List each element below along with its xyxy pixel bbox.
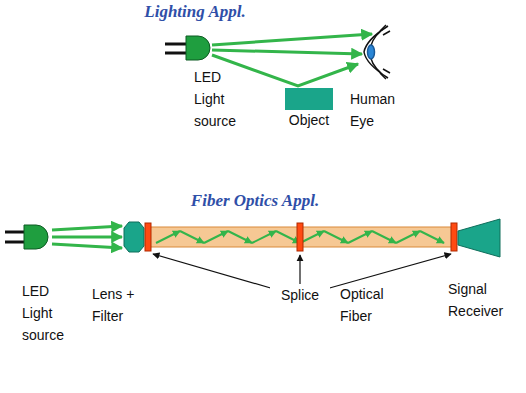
led-source xyxy=(165,36,210,60)
part-label: Splice xyxy=(270,284,330,306)
human-eye xyxy=(364,25,390,79)
part-label: Human Eye xyxy=(350,88,406,132)
part-label: LED Light source xyxy=(22,280,76,346)
splice xyxy=(145,223,457,251)
signal-receiver xyxy=(458,219,500,257)
section-title: Fiber Optics Appl. xyxy=(170,191,340,211)
part-label: Optical Fiber xyxy=(340,283,396,327)
part-label: Lens + Filter xyxy=(92,283,148,327)
light-rays xyxy=(52,226,122,248)
part-label: Signal Receiver xyxy=(448,278,514,322)
object-block xyxy=(285,88,333,110)
section-title: Lighting Appl. xyxy=(120,2,270,22)
lens-filter xyxy=(124,222,144,252)
led-source xyxy=(5,225,48,249)
part-label: Object xyxy=(274,109,344,131)
part-label: LED Light source xyxy=(194,66,248,132)
light-rays xyxy=(212,34,372,86)
